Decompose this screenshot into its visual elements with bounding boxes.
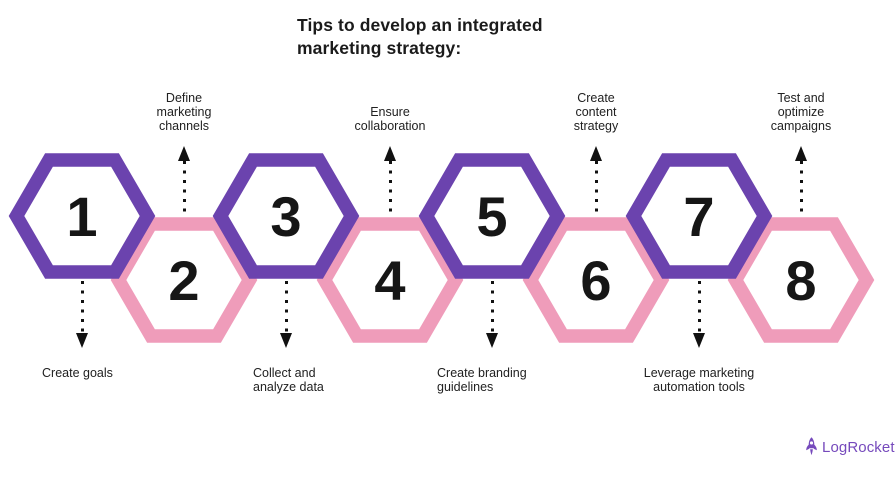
arrow-down-icon <box>279 281 293 348</box>
step-3-number: 3 <box>270 184 302 248</box>
arrow-down-icon <box>75 281 89 348</box>
dotted-line <box>697 281 701 333</box>
step-1-number: 1 <box>66 184 98 248</box>
dotted-line <box>388 161 392 213</box>
hexagon-7-shape <box>625 153 773 279</box>
step-4-number: 4 <box>374 248 406 312</box>
dotted-line <box>284 281 288 333</box>
step-7-label: Leverage marketing automation tools <box>643 366 755 394</box>
logrocket-wordmark: LogRocket <box>822 438 895 456</box>
step-8-number: 8 <box>785 248 817 312</box>
hexagon-8-shape <box>727 217 875 343</box>
step-4-label: Ensure collaboration <box>354 105 426 133</box>
page-title: Tips to develop an integrated marketing … <box>297 15 543 58</box>
arrowhead <box>486 333 498 348</box>
hexagon-2-shape <box>110 217 258 343</box>
step-6-number: 6 <box>580 248 612 312</box>
step-2-number: 2 <box>168 248 200 312</box>
arrow-up-icon <box>383 146 397 213</box>
dotted-line <box>799 161 803 213</box>
hexagon-5-shape <box>418 153 566 279</box>
dotted-line <box>490 281 494 333</box>
arrowhead <box>795 146 807 161</box>
dotted-line <box>594 161 598 213</box>
hexagon-4-shape <box>316 217 464 343</box>
step-3-label: Collect and analyze data <box>253 366 324 394</box>
step-2-label: Define marketing channels <box>156 91 212 133</box>
arrowhead <box>178 146 190 161</box>
arrowhead <box>384 146 396 161</box>
step-6-label: Create content strategy <box>573 91 619 133</box>
arrow-up-icon <box>589 146 603 213</box>
arrowhead <box>76 333 88 348</box>
dotted-line <box>80 281 84 333</box>
arrow-up-icon <box>794 146 808 213</box>
arrowhead <box>693 333 705 348</box>
arrow-down-icon <box>485 281 499 348</box>
arrow-up-icon <box>177 146 191 213</box>
hexagon-3-shape <box>212 153 360 279</box>
step-5-number: 5 <box>476 184 508 248</box>
dotted-line <box>182 161 186 213</box>
arrowhead <box>280 333 292 348</box>
hexagon-6-shape <box>522 217 670 343</box>
arrowhead <box>590 146 602 161</box>
hexagon-1-shape <box>8 153 156 279</box>
step-1-label: Create goals <box>42 366 113 380</box>
step-7-number: 7 <box>683 184 715 248</box>
arrow-down-icon <box>692 281 706 348</box>
rocket-icon <box>806 437 817 456</box>
logrocket-logo: LogRocket <box>804 437 895 457</box>
step-5-label: Create branding guidelines <box>437 366 527 394</box>
step-8-label: Test and optimize campaigns <box>770 91 832 133</box>
